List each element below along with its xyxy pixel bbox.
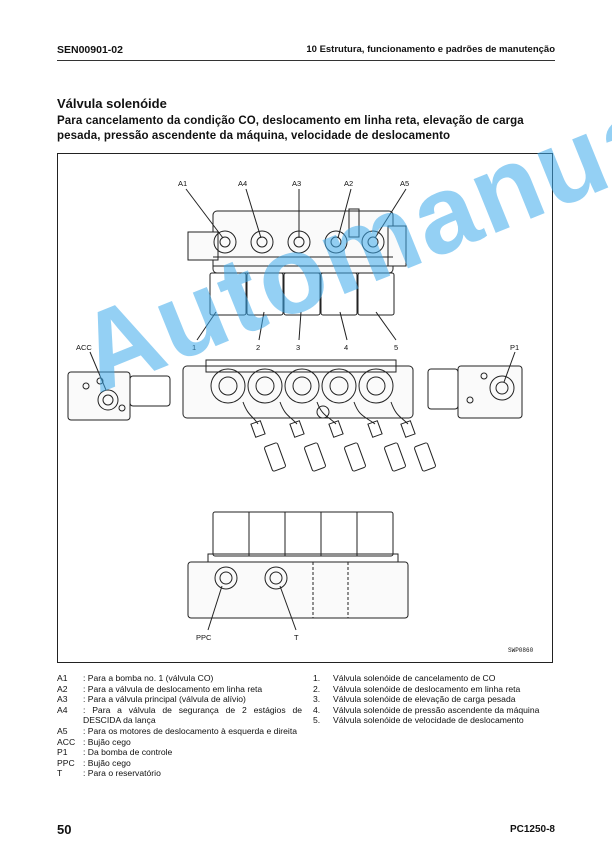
figure-code: SWP0860	[508, 647, 534, 654]
label-2: 2	[256, 343, 260, 352]
legend-desc: : Bujão cego	[83, 757, 131, 768]
label-t: T	[294, 633, 299, 642]
valve-legend: 1. Válvula solenóide de cancelamento de C…	[313, 673, 563, 726]
doc-code: SEN00901-02	[57, 44, 123, 56]
label-a3: A3	[292, 179, 301, 188]
legend-code: P1	[57, 747, 68, 758]
legend-code: A5	[57, 725, 68, 736]
legend-code: PPC	[57, 757, 75, 768]
valve-desc: Válvula solenóide de elevação de carga p…	[333, 694, 516, 705]
valve-num: 1.	[313, 673, 321, 683]
label-p1: P1	[510, 343, 519, 352]
page-title: Válvula solenóide	[57, 96, 167, 111]
legend-row: P1 : Da bomba de controle	[57, 747, 302, 758]
valve-num: 3.	[313, 694, 321, 705]
legend-code: A3	[57, 694, 68, 705]
legend-code: A1	[57, 673, 68, 683]
label-a4: A4	[238, 179, 247, 188]
legend-row: ACC : Bujão cego	[57, 737, 302, 748]
label-a2: A2	[344, 179, 353, 188]
valve-row: 1. Válvula solenóide de cancelamento de C…	[313, 673, 563, 684]
page-number: 50	[57, 822, 72, 837]
label-4: 4	[344, 343, 348, 352]
valve-row: 5. Válvula solenóide de velocidade de des…	[313, 715, 563, 726]
legend-code: A4	[57, 704, 68, 715]
label-acc: ACC	[76, 343, 92, 352]
label-a1: A1	[178, 179, 187, 188]
solenoid-valve-figure: A1 A4 A3 A2 A5 1 2 3 4 5 ACC P1 PPC T SW…	[57, 153, 553, 663]
valve-desc: Válvula solenóide de deslocamento em lin…	[333, 683, 521, 694]
model-number: PC1250-8	[509, 824, 555, 835]
label-3: 3	[296, 343, 300, 352]
valve-num: 4.	[313, 704, 321, 715]
legend-desc: : Para os motores de deslocamento à esqu…	[83, 725, 298, 736]
legend-code: T	[57, 768, 63, 779]
section-title: 10 Estrutura, funcionamento e padrões de…	[306, 44, 555, 55]
legend-row: PPC : Bujão cego	[57, 758, 302, 769]
legend-code: ACC	[57, 736, 76, 747]
valve-num: 2.	[313, 683, 321, 694]
header-rule	[57, 60, 555, 61]
legend-desc: : Bujão cego	[83, 736, 131, 747]
valve-num: 5.	[313, 715, 321, 726]
valve-desc: Válvula solenóide de pressão ascendente …	[333, 704, 540, 715]
valve-desc: Válvula solenóide de cancelamento de CO	[333, 673, 496, 683]
valve-drawing: A1 A4 A3 A2 A5 1 2 3 4 5 ACC P1 PPC T SW…	[67, 179, 534, 654]
legend-row: A3 : Para a válvula principal (válvula de…	[57, 694, 302, 705]
page-subtitle: Para cancelamento da condição CO, desloc…	[57, 115, 524, 142]
valve-row: 4. Válvula solenóide de pressão ascendent…	[313, 705, 563, 716]
valve-row: 3. Válvula solenóide de elevação de carga…	[313, 694, 563, 705]
port-legend: A1 : Para a bomba no. 1 (válvula CO) A2 : …	[57, 673, 302, 779]
label-5: 5	[394, 343, 398, 352]
legend-desc: : Da bomba de controle	[83, 747, 173, 758]
valve-row: 2. Válvula solenóide de deslocamento em l…	[313, 684, 563, 695]
legend-desc: : Para a válvula principal (válvula de a…	[83, 694, 246, 705]
label-ppc: PPC	[196, 633, 212, 642]
legend-row: T : Para o reservatório	[57, 768, 302, 779]
legend-desc: : Para o reservatório	[83, 768, 161, 779]
legend-desc: : Para a válvula de segurança de 2 estág…	[83, 704, 302, 726]
legend-desc: : Para a bomba no. 1 (válvula CO)	[83, 673, 214, 683]
legend-row: A4 : Para a válvula de segurança de 2 est…	[57, 705, 302, 726]
valve-desc: Válvula solenóide de velocidade de deslo…	[333, 715, 524, 726]
label-a5: A5	[400, 179, 409, 188]
legend-row: A1 : Para a bomba no. 1 (válvula CO)	[57, 673, 302, 684]
legend-code: A2	[57, 683, 68, 694]
label-1: 1	[192, 343, 196, 352]
legend-row: A5 : Para os motores de deslocamento à es…	[57, 726, 302, 737]
legend-desc: : Para a válvula de deslocamento em linh…	[83, 683, 263, 694]
legend-row: A2 : Para a válvula de deslocamento em li…	[57, 684, 302, 695]
